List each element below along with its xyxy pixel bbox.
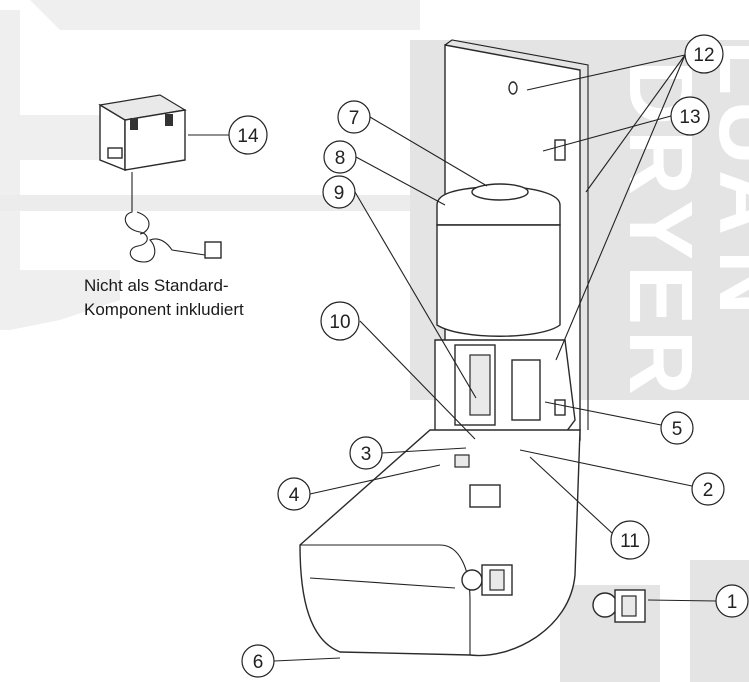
watermark-letter: Y: [610, 200, 710, 260]
callout-label: 1: [727, 592, 738, 613]
callout-5: 5: [660, 411, 694, 445]
callout-circle: [323, 140, 357, 174]
callout-label: 3: [361, 444, 372, 465]
callout-8: 8: [323, 140, 357, 174]
callout-circle: [684, 34, 724, 74]
callout-circle: [337, 100, 371, 134]
callout-label: 9: [334, 183, 345, 204]
callout-label: 10: [329, 312, 350, 333]
callout-circle: [715, 584, 749, 618]
callout-label: 13: [679, 107, 700, 128]
watermark-letter: R: [610, 130, 710, 195]
callout-label: 2: [703, 480, 714, 501]
callout-6: 6: [241, 644, 275, 678]
callout-label: 8: [335, 148, 346, 169]
callout-14: 14: [228, 115, 268, 155]
callout-circle: [610, 520, 650, 560]
leader-lines: [188, 54, 717, 662]
callout-circle: [670, 96, 710, 136]
callout-4: 4: [277, 477, 311, 511]
key-part: [592, 589, 646, 623]
callout-13: 13: [670, 96, 710, 136]
callout-circle: [320, 301, 360, 341]
callout-label: 4: [289, 485, 300, 506]
callout-9: 9: [322, 175, 356, 209]
callout-7: 7: [337, 100, 371, 134]
adapter-note-line-1: Nicht als Standard-: [84, 276, 229, 295]
watermark-letter: N: [700, 250, 749, 315]
callout-label: 11: [620, 531, 640, 552]
callout-circle: [277, 477, 311, 511]
callout-circle: [241, 644, 275, 678]
callout-label: 12: [693, 45, 714, 66]
power-adapter: [98, 94, 222, 263]
callout-label: 7: [349, 108, 360, 129]
adapter-note: Nicht als Standard- Komponent inkludiert: [84, 274, 314, 322]
callout-label: 5: [672, 419, 683, 440]
callout-circle: [349, 436, 383, 470]
watermark-letter: E: [610, 265, 710, 325]
dispenser-body: [299, 39, 589, 657]
callout-label: 14: [237, 126, 259, 147]
adapter-note-line-2: Komponent inkludiert: [84, 300, 244, 319]
callout-circle: [228, 115, 268, 155]
watermark-letter: A: [700, 170, 749, 235]
callout-circle: [322, 175, 356, 209]
watermark-letter: R: [610, 330, 710, 395]
callout-10: 10: [320, 301, 360, 341]
callout-2: 2: [691, 472, 725, 506]
callout-circle: [660, 411, 694, 445]
callout-circle: [691, 472, 725, 506]
callout-11: 11: [610, 520, 650, 560]
callout-label: 6: [253, 652, 264, 673]
callout-3: 3: [349, 436, 383, 470]
callout-12: 12: [684, 34, 724, 74]
callout-1: 1: [715, 584, 749, 618]
